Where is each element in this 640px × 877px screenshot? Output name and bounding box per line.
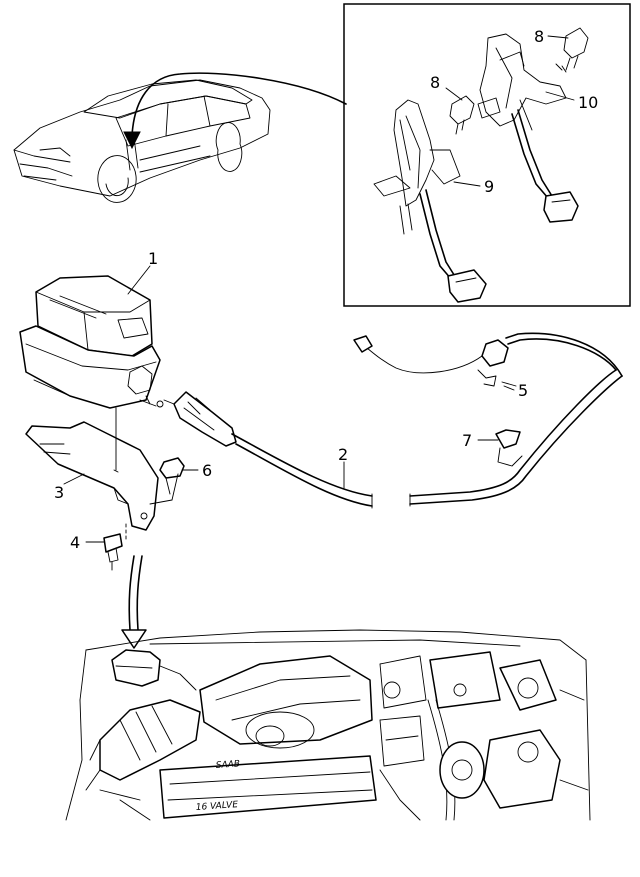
car-illustration xyxy=(13,79,271,203)
callout-1: 1 xyxy=(148,249,158,268)
callout-2: 2 xyxy=(338,445,348,464)
callout-leaders xyxy=(63,265,515,543)
pointer-arrow-to-car xyxy=(123,72,347,150)
bolt-4 xyxy=(103,523,127,571)
control-unit xyxy=(19,275,164,409)
callout-7: 7 xyxy=(462,431,472,450)
callout-3: 3 xyxy=(54,483,64,502)
pointer-arrow-to-engine xyxy=(121,555,147,649)
callout-8-right: 8 xyxy=(534,27,544,46)
clip-7 xyxy=(487,429,523,467)
valve-cover-label: 16 VALVE xyxy=(196,800,239,813)
callout-5: 5 xyxy=(518,381,528,400)
throttle-cable xyxy=(163,332,623,509)
nut-6 xyxy=(149,457,185,505)
callout-4: 4 xyxy=(70,533,80,552)
pedal-inset xyxy=(343,3,631,307)
callout-9: 9 xyxy=(484,177,494,196)
callout-8-left: 8 xyxy=(430,73,440,92)
valve-cover-brand: SAAB xyxy=(216,759,241,771)
engine-bay: SAAB 16 VALVE xyxy=(65,629,591,821)
callout-10: 10 xyxy=(578,93,598,112)
callout-6: 6 xyxy=(202,461,212,480)
mounting-bracket xyxy=(25,407,159,531)
